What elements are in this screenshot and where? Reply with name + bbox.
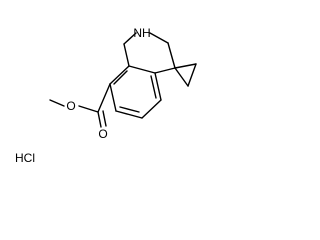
bond-aromatic-inner-3 [150,75,157,99]
atom-labels: NH O O HCl [15,26,151,165]
bond-carbonyl-ester-o [78,105,99,113]
bond-carbonyl-double-1 [97,111,102,128]
bond-spiro-c4 [154,67,176,74]
bond-aromatic-inner-1 [113,70,128,85]
bond-c8-c8a [109,83,117,112]
bond-c7-c8 [109,65,130,85]
bond-c5-c4a [141,99,162,119]
bond-cyclopropyl-2 [187,63,197,87]
bond-carbonyl-double-2 [102,110,107,127]
bond-c8a-c5 [115,110,143,119]
bond-n-ch2 [149,32,169,44]
ring-nitrogen-label: NH [133,26,150,40]
bond-cyclopropyl-3 [174,63,197,69]
bond-c4a-c4 [154,72,162,101]
bond-c4-c7 [128,65,156,74]
bond-c8-ch2 [123,43,130,67]
bond-cyclopropyl-1 [174,67,189,87]
salt-label: HCl [15,151,35,165]
bond-ch2-n [123,32,137,45]
bond-aromatic-inner-2 [119,106,140,113]
bond-ch2-spiro [167,42,176,69]
bond-ester-o-methyl [49,99,65,107]
carbonyl-oxygen-label: O [98,127,107,141]
bond-ring-carbonyl [97,83,111,113]
structure-diagram: NH O O HCl [15,26,197,165]
bonds [49,32,197,128]
ester-oxygen-label: O [66,99,75,113]
